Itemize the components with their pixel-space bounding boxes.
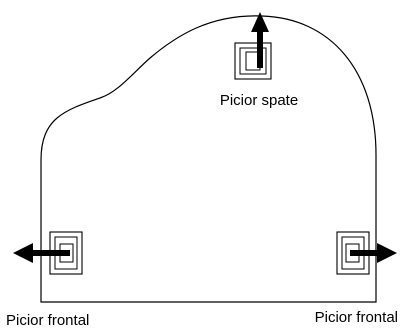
back-leg-outer <box>234 42 272 80</box>
front-left-leg <box>13 231 83 275</box>
front-left-leg-label: Picior frontal <box>6 312 89 329</box>
arrow-left-icon <box>13 243 70 263</box>
arrow-right-icon <box>350 243 397 263</box>
back-leg-label: Picior spate <box>220 92 298 109</box>
front-right-leg-label: Picior frontal <box>315 309 398 326</box>
back-leg <box>234 12 272 80</box>
piano-body-outline <box>40 15 377 303</box>
arrow-up-icon <box>251 12 269 68</box>
front-right-leg <box>336 231 397 275</box>
back-leg-inner <box>239 47 267 75</box>
